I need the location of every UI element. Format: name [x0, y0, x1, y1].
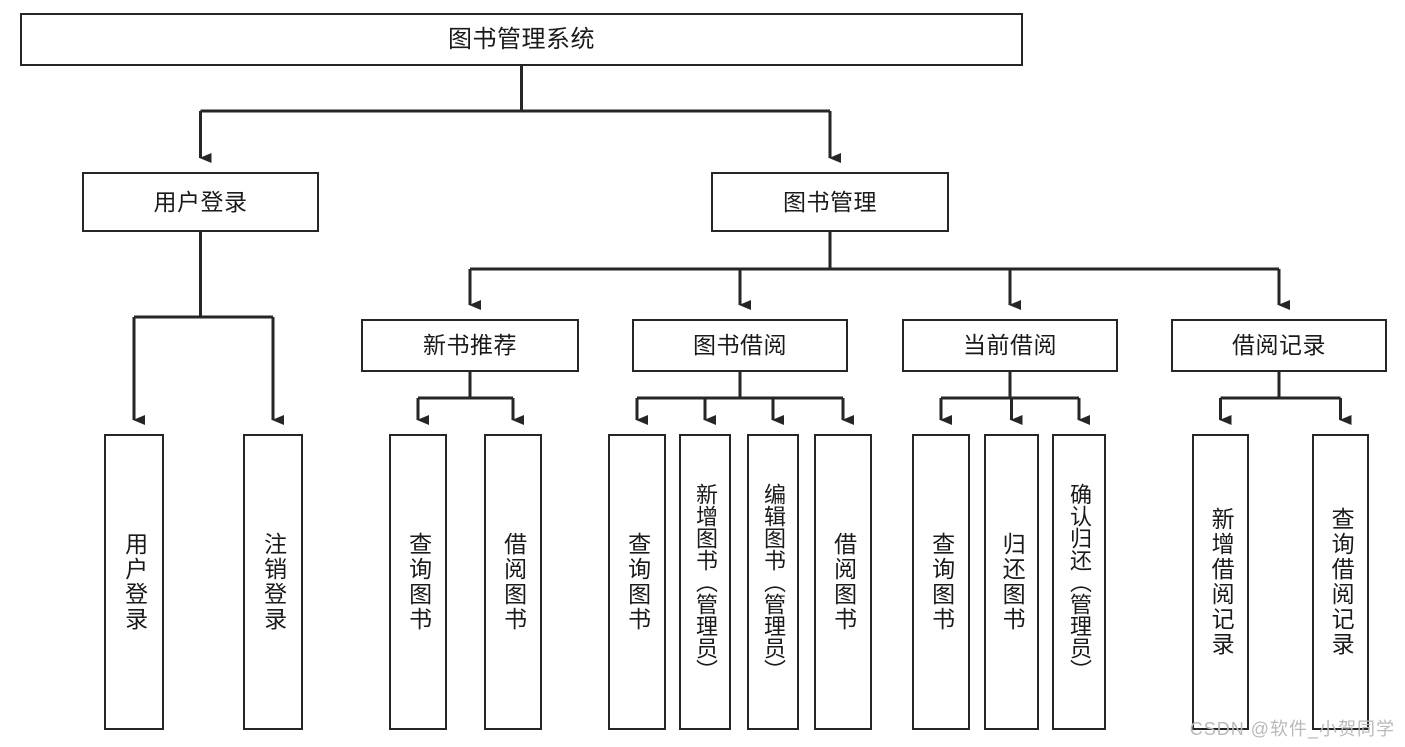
node-label: 借阅记录: [1232, 332, 1326, 359]
node-label: 查询图书: [624, 532, 651, 632]
node-leaf-nb-borrow[interactable]: 借阅图书: [484, 434, 542, 730]
node-label: 归还图书: [999, 532, 1026, 632]
node-leaf-bo-borrow[interactable]: 借阅图书: [814, 434, 872, 730]
node-record[interactable]: 借阅记录: [1171, 319, 1387, 372]
node-leaf-bo-add[interactable]: 新增图书（管理员）: [679, 434, 731, 730]
node-bookmgmt[interactable]: 图书管理: [711, 172, 949, 232]
node-leaf-re-add[interactable]: 新增借阅记录: [1192, 434, 1249, 730]
node-label: 当前借阅: [963, 332, 1057, 359]
node-label: 用户登录: [121, 532, 148, 632]
watermark-text: CSDN @软件_小贺同学: [1189, 719, 1395, 739]
node-leaf-bo-edit[interactable]: 编辑图书（管理员）: [747, 434, 799, 730]
node-root[interactable]: 图书管理系统: [20, 13, 1023, 66]
node-leaf-cu-query[interactable]: 查询图书: [912, 434, 970, 730]
node-label: 借阅图书: [500, 532, 527, 632]
node-label: 借阅图书: [830, 532, 857, 632]
node-label: 新增借阅记录: [1208, 507, 1235, 657]
node-label: 确认归还（管理员）: [1066, 483, 1092, 681]
node-borrow[interactable]: 图书借阅: [632, 319, 848, 372]
node-current[interactable]: 当前借阅: [902, 319, 1118, 372]
node-leaf-cu-confirm[interactable]: 确认归还（管理员）: [1052, 434, 1106, 730]
node-leaf-nb-query[interactable]: 查询图书: [389, 434, 447, 730]
node-leaf-bo-query[interactable]: 查询图书: [608, 434, 666, 730]
node-label: 查询图书: [928, 532, 955, 632]
node-label: 注销登录: [260, 532, 287, 632]
node-label: 查询图书: [405, 532, 432, 632]
node-label: 图书管理系统: [448, 25, 595, 53]
node-label: 用户登录: [153, 188, 248, 215]
node-label: 新书推荐: [423, 332, 517, 359]
node-label: 编辑图书（管理员）: [760, 483, 786, 681]
node-login[interactable]: 用户登录: [82, 172, 319, 232]
node-label: 图书管理: [783, 188, 877, 215]
node-leaf-user-login[interactable]: 用户登录: [104, 434, 164, 730]
node-newbook[interactable]: 新书推荐: [361, 319, 579, 372]
node-label: 查询借阅记录: [1328, 507, 1355, 657]
node-label: 新增图书（管理员）: [692, 483, 718, 681]
node-label: 图书借阅: [693, 332, 787, 359]
node-leaf-re-query[interactable]: 查询借阅记录: [1312, 434, 1369, 730]
node-leaf-user-logout[interactable]: 注销登录: [243, 434, 303, 730]
node-leaf-cu-return[interactable]: 归还图书: [984, 434, 1039, 730]
